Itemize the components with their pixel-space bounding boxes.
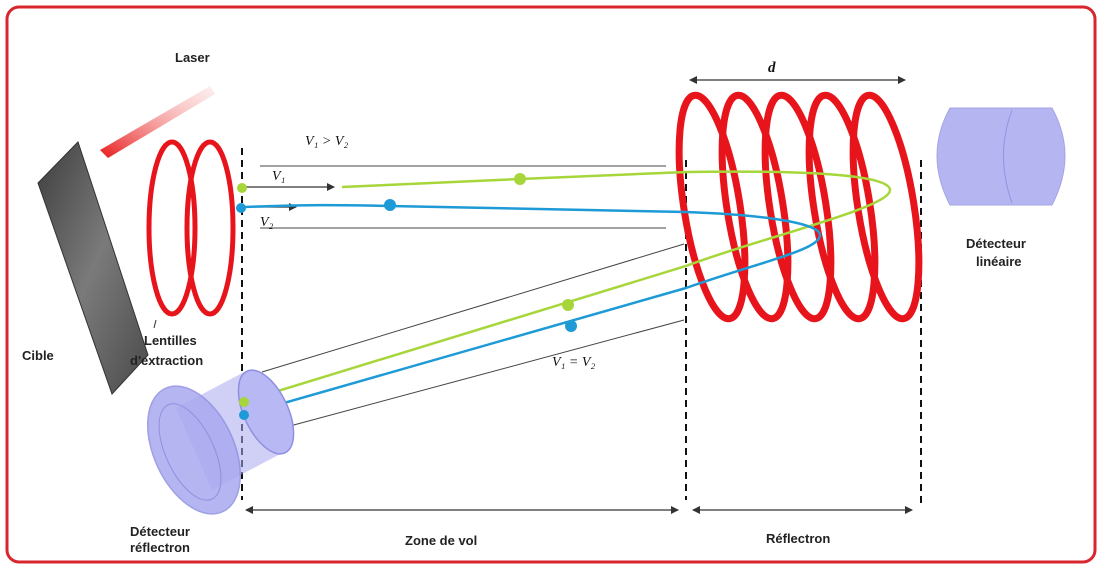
velocity-relation-label: V₁ > V₂ (305, 134, 348, 149)
fast-ion-dot-return (562, 299, 574, 311)
linear-detector (936, 107, 1066, 206)
target-plate (37, 141, 149, 395)
slow-ion-trajectory (241, 203, 822, 417)
fast-ion-trajectory (241, 170, 892, 404)
extraction-lenses-label-1: Lentilles (144, 333, 197, 348)
flight-zone-label: Zone de vol (405, 533, 477, 548)
velocity-equal-label: V₁ = V₂ (552, 355, 595, 370)
v1-label: V₁ (272, 169, 285, 184)
reflectron-detector-label-1: Détecteur (130, 524, 190, 539)
slow-ion-detected-dot (239, 410, 249, 420)
reflectron-coils (675, 91, 923, 323)
slow-ion-dot-return (565, 320, 577, 332)
laser-beam (100, 86, 215, 158)
extraction-lenses-label-2: d'extraction (130, 353, 203, 368)
slow-ion-dot-outbound (384, 199, 396, 211)
lens-pointer (153, 319, 157, 329)
laser-label: Laser (175, 50, 210, 65)
linear-detector-label-2: linéaire (976, 254, 1022, 269)
reflectron-detector (146, 369, 295, 515)
fast-ion-dot-outbound (514, 173, 526, 185)
reflectron-label: Réflectron (766, 531, 830, 546)
fast-ion-detected-dot (239, 397, 249, 407)
distance-label: d (768, 60, 776, 76)
v2-label: V₂ (260, 215, 274, 230)
target-label: Cible (22, 348, 54, 363)
reflectron-detector-label-2: réflectron (130, 540, 190, 555)
guide-lines (260, 165, 685, 427)
linear-detector-label-1: Détecteur (966, 236, 1026, 251)
slow-ion-start-dot (236, 203, 246, 213)
extraction-lenses (146, 139, 236, 317)
fast-ion-start-dot (237, 183, 247, 193)
